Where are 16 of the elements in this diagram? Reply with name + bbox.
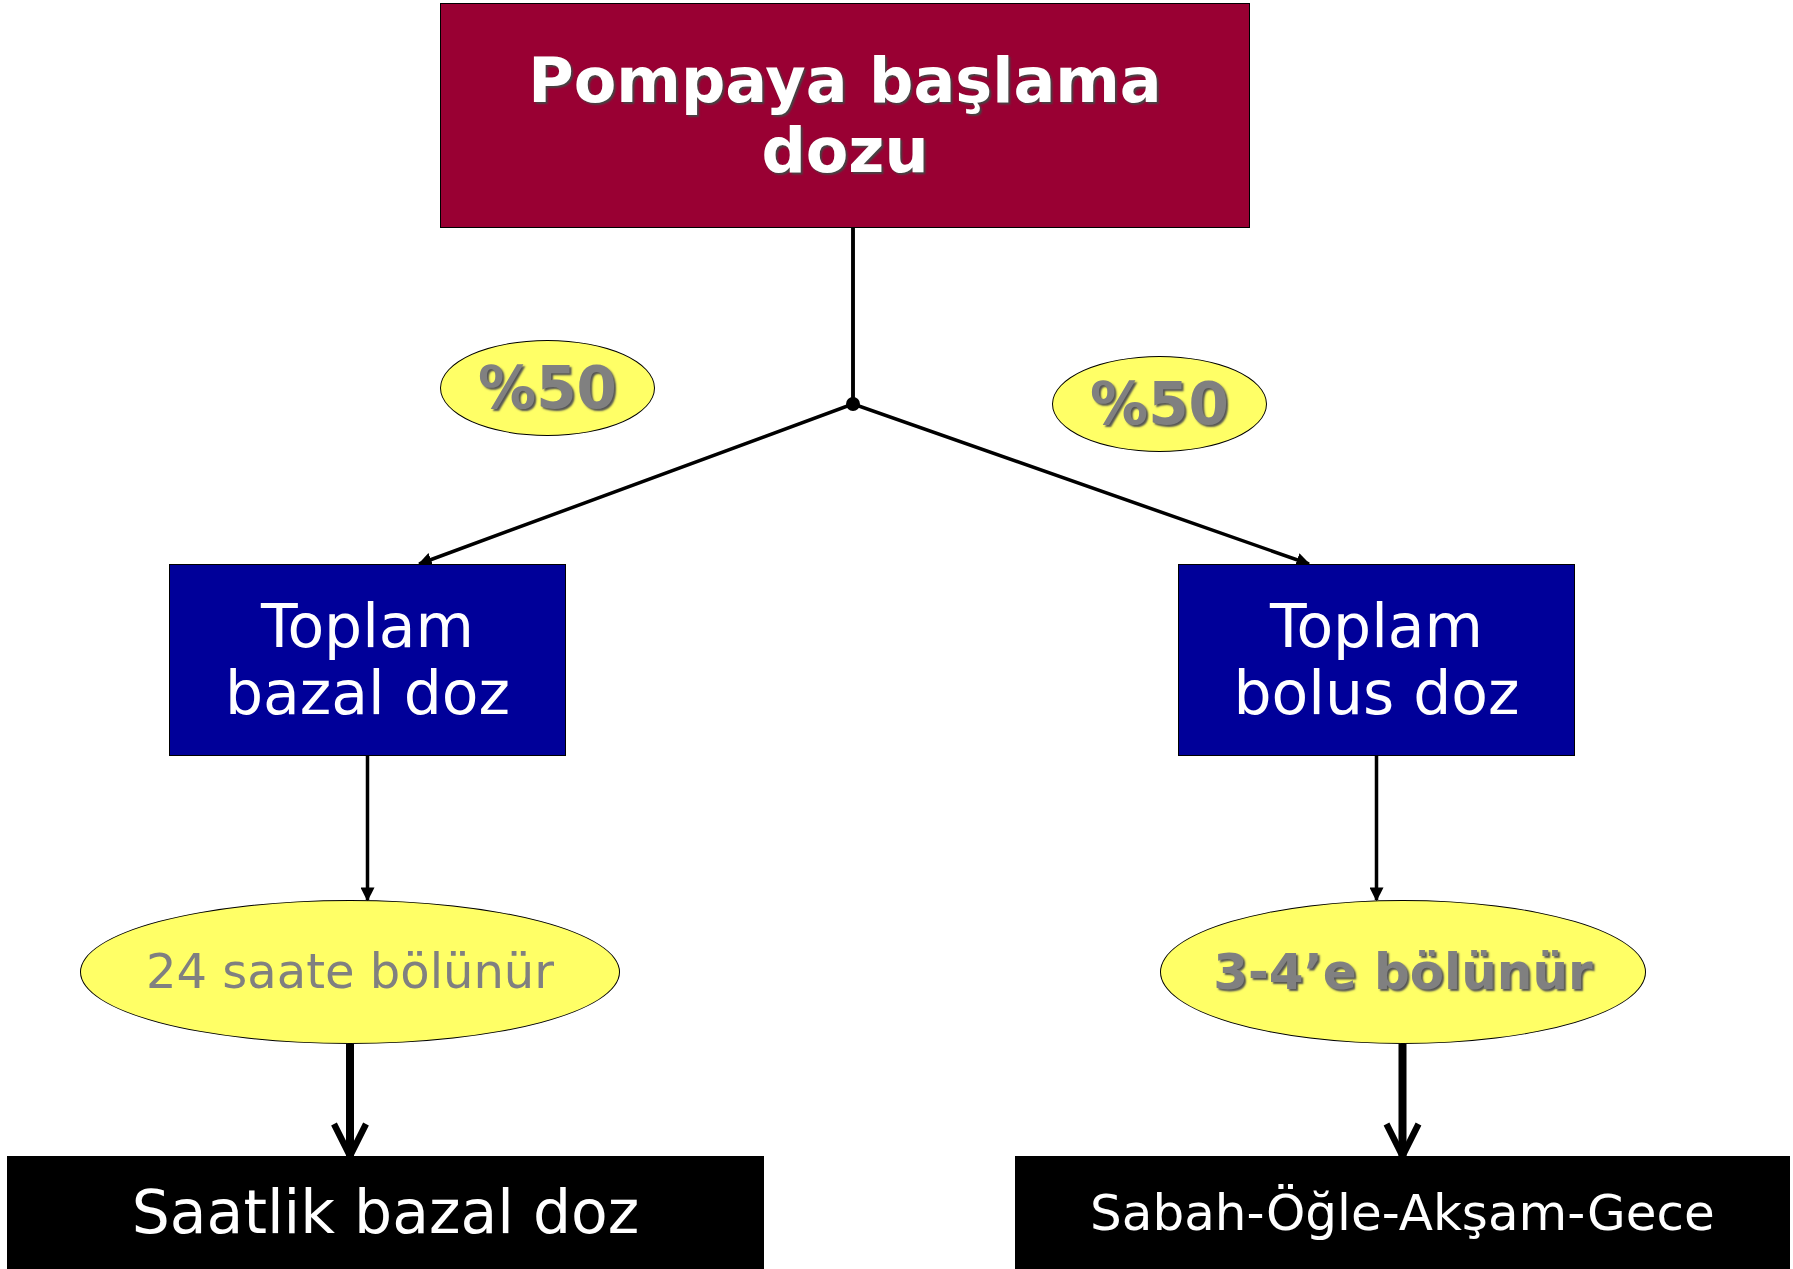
node-text: %50 — [1090, 371, 1229, 437]
process-box — [169, 564, 566, 756]
node-text: %50 — [478, 355, 617, 421]
node-text: 24 saate bölünür — [146, 945, 554, 999]
node-text: Toplam bolus doz — [1232, 592, 1521, 728]
arrow — [360, 756, 375, 902]
node-text: Pompaya başlama dozu — [527, 46, 1163, 185]
arrow — [1369, 756, 1384, 902]
result-box — [1015, 1156, 1790, 1269]
result-box — [7, 1156, 764, 1269]
process-box — [1178, 564, 1575, 756]
node-text: Saatlik bazal doz — [131, 1178, 640, 1247]
title-box — [440, 3, 1250, 228]
node-text: 3-4’e bölünür — [1213, 944, 1593, 1000]
node-text: Sabah-Öğle-Akşam-Gece — [1090, 1184, 1715, 1241]
node-text: Toplam bazal doz — [223, 592, 512, 728]
